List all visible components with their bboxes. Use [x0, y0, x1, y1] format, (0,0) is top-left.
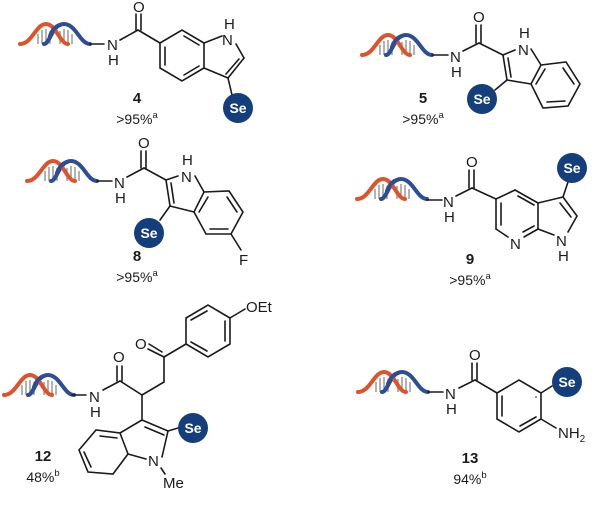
se-label: Se — [184, 420, 201, 436]
pyridine-n: N — [510, 236, 521, 253]
amide-n: N — [114, 175, 125, 192]
n-methyl: Me — [163, 475, 184, 492]
yield-text: 48%b — [26, 468, 59, 485]
amide-n: N — [443, 194, 454, 211]
se-badge — [557, 153, 587, 183]
carbonyl-o: O — [469, 347, 481, 364]
fluoro: F — [239, 252, 248, 269]
carbonyl-o: O — [138, 135, 150, 152]
dna-tag-icon — [356, 370, 430, 394]
compound-number: 5 — [419, 90, 427, 107]
se-label: Se — [558, 374, 575, 390]
amide-h: H — [108, 52, 119, 69]
yield-text: >95%a — [116, 268, 158, 285]
dna-tag-icon — [2, 373, 76, 397]
compound-12: N H O O OEt N Me Se 12 — [2, 299, 273, 492]
se-label: Se — [140, 225, 157, 241]
se-badge — [223, 93, 253, 123]
compound-5: N H O N H Se 5 >95%a — [360, 9, 581, 127]
compound-number: 13 — [462, 450, 479, 467]
ring-nh-h: H — [182, 152, 193, 169]
amide-n: N — [89, 389, 100, 406]
carbonyl-o: O — [113, 349, 125, 366]
ethoxy: OEt — [246, 299, 273, 316]
compound-number: 12 — [35, 448, 52, 465]
se-label: Se — [229, 100, 246, 116]
yield-text: 94%b — [453, 470, 486, 487]
yield-text: >95%a — [402, 110, 444, 127]
carbonyl-o: O — [133, 0, 145, 16]
dna-tag-icon — [25, 159, 99, 183]
amide-n: N — [107, 37, 118, 54]
amide-h: H — [90, 404, 101, 421]
ring-nh-h: H — [224, 16, 235, 33]
amide-h: H — [444, 209, 455, 226]
dna-tag-icon — [355, 177, 429, 201]
ring-n: N — [222, 32, 233, 49]
compound-8: N H O N H F Se 8 >95%a — [25, 135, 248, 285]
compound-13: N H O Se NH2 13 94%b — [356, 347, 586, 487]
compound-number: 9 — [466, 251, 474, 268]
amide-n: N — [450, 49, 461, 66]
ring-nh-h: H — [558, 248, 569, 265]
yield-text: >95%a — [116, 110, 158, 127]
se-badge — [467, 84, 497, 114]
carbonyl-o: O — [466, 154, 478, 171]
ring-n: N — [518, 42, 529, 59]
compound-9: N H O N N H Se 9 >95%a — [355, 153, 587, 288]
se-badge — [178, 413, 208, 443]
ring-nh-h: H — [519, 25, 530, 42]
ring-n: N — [556, 233, 567, 250]
amide-h: H — [115, 190, 126, 207]
amide-h: H — [451, 64, 462, 81]
ketone-o: O — [135, 336, 147, 353]
compound-4: N H O N H Se 4 >95%a — [18, 0, 253, 127]
dna-tag-icon — [360, 33, 434, 57]
amide-n: N — [445, 386, 456, 403]
amine-group: NH2 — [558, 425, 586, 445]
se-badge — [552, 367, 582, 397]
compound-number: 4 — [133, 90, 142, 107]
se-label: Se — [473, 91, 490, 107]
yield-text: >95%a — [449, 271, 491, 288]
amide-h: H — [446, 401, 457, 418]
ring-n: N — [181, 169, 192, 186]
se-badge — [134, 218, 164, 248]
se-label: Se — [563, 160, 580, 176]
dna-tag-icon — [18, 22, 92, 46]
compound-number: 8 — [133, 248, 141, 265]
indole-n: N — [148, 453, 159, 470]
carbonyl-o: O — [473, 9, 485, 26]
